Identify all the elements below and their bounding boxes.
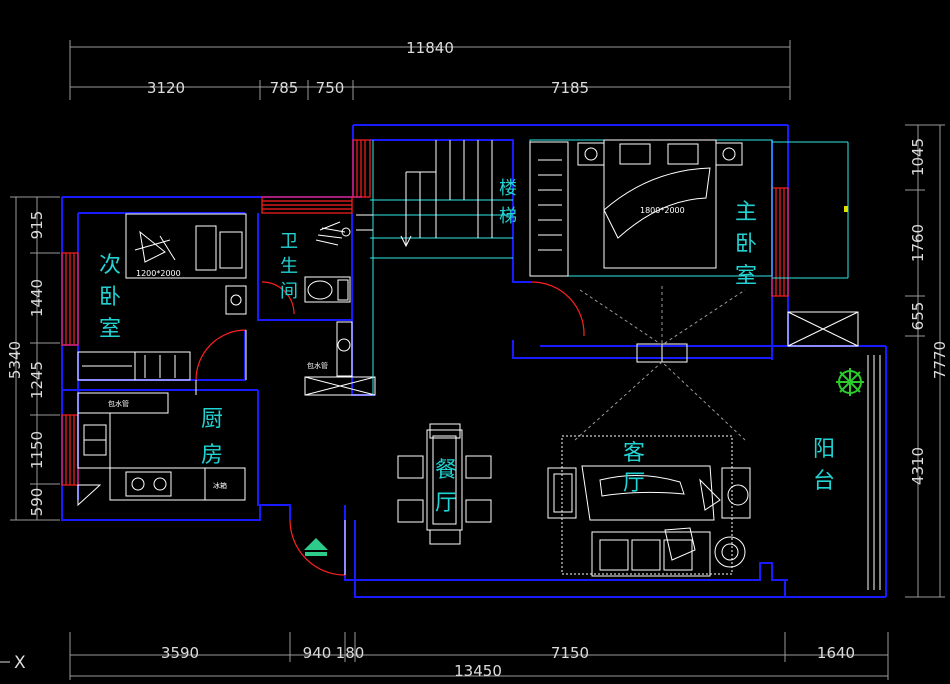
dim-right-2: 1760	[909, 224, 927, 262]
label-second-bedroom-2: 卧	[99, 285, 121, 310]
entrance-arrow-icon	[304, 538, 328, 556]
ucs-x-label: X	[14, 653, 26, 673]
room-labels: 次 卧 室 卫 生 间 厨 房 楼 梯 主 卧 室 餐 厅 客 厅 阳 台	[99, 178, 835, 516]
stove	[125, 471, 172, 497]
dim-top-4: 7185	[551, 79, 589, 97]
fridge	[204, 467, 246, 501]
label-living-2: 厅	[623, 471, 645, 496]
walls	[61, 124, 887, 598]
label-second-bedroom-1: 次	[99, 253, 121, 278]
left-dimensions: 5340 915 1440 1245 1150 590	[6, 196, 60, 521]
living-room-furniture	[547, 435, 751, 577]
plant-icon	[836, 368, 864, 396]
dim-bottom-2: 940	[303, 644, 332, 662]
dim-bottom-total: 13450	[454, 662, 502, 680]
label-stairs-1: 楼	[499, 178, 517, 199]
fridge-label: 冰箱	[213, 481, 227, 490]
toilet	[304, 276, 351, 303]
master-bed	[603, 139, 717, 269]
top-dimensions: 11840 3120 785 750 7185	[69, 39, 791, 100]
label-second-bedroom-3: 室	[99, 317, 121, 342]
master-wardrobe	[529, 141, 569, 277]
second-bedroom-furniture: 1200*2000	[77, 213, 247, 381]
bathroom-furniture: 包水管	[304, 221, 376, 396]
bed-size-small: 1200*2000	[136, 269, 181, 278]
dim-left-3: 1245	[28, 361, 46, 399]
label-bathroom-1: 卫	[280, 231, 298, 252]
dim-bottom-1: 3590	[161, 644, 199, 662]
label-master-1: 主	[735, 200, 757, 225]
tv-area	[574, 286, 746, 441]
single-bed	[125, 213, 247, 279]
label-kitchen-2: 房	[201, 443, 223, 468]
kitchen-furniture: 包水管 冰箱	[77, 392, 246, 507]
dim-bottom-4: 7150	[551, 644, 589, 662]
side-table	[714, 536, 746, 568]
dim-right-1: 1045	[909, 138, 927, 176]
label-balcony-1: 阳	[813, 437, 835, 462]
ucs-axis-icon: X	[0, 653, 26, 673]
balcony-railing	[867, 355, 881, 590]
dim-left-4: 1150	[28, 431, 46, 469]
label-dining-2: 厅	[435, 491, 457, 516]
label-balcony-2: 台	[813, 469, 835, 494]
bottom-dimensions: 3590 940 180 7150 1640 13450	[69, 632, 889, 680]
dim-top-3: 750	[316, 79, 345, 97]
dim-top-2: 785	[270, 79, 299, 97]
counter	[77, 412, 111, 469]
label-master-2: 卧	[735, 232, 757, 257]
dim-bottom-3: 180	[336, 644, 365, 662]
label-living-1: 客	[623, 441, 645, 466]
right-dimensions: 1045 1760 655 4310 7770	[905, 124, 949, 598]
label-bathroom-2: 生	[280, 256, 298, 277]
wardrobe	[77, 351, 191, 381]
label-kitchen-1: 厨	[201, 407, 223, 432]
label-master-3: 室	[735, 264, 757, 289]
label-bathroom-3: 间	[280, 281, 298, 302]
master-bedroom-furniture: 1800*2000	[529, 139, 859, 347]
dim-top-1: 3120	[147, 79, 185, 97]
label-stairs-2: 梯	[499, 206, 517, 227]
dim-right-4: 4310	[909, 447, 927, 485]
door-master	[531, 281, 585, 337]
dim-bottom-5: 1640	[817, 644, 855, 662]
dim-top-total: 11840	[406, 39, 454, 57]
staircase	[356, 140, 513, 395]
label-dining-1: 餐	[435, 458, 457, 483]
dim-right-total: 7770	[931, 341, 949, 379]
pipe-label-kitchen: 包水管	[108, 399, 129, 408]
rug	[561, 435, 733, 575]
entrance-door	[289, 519, 346, 576]
dining-set	[397, 423, 492, 545]
dim-left-1: 915	[28, 211, 46, 240]
pipe-label-bath: 包水管	[307, 361, 328, 370]
door-bathroom	[261, 281, 295, 315]
dim-left-5: 590	[28, 488, 46, 517]
dim-right-3: 655	[909, 302, 927, 331]
shower	[315, 221, 346, 246]
sofa	[581, 465, 715, 521]
bed-size-master: 1800*2000	[640, 206, 685, 215]
dim-left-2: 1440	[28, 279, 46, 317]
dim-left-total: 5340	[6, 341, 24, 379]
door-second-bedroom	[195, 329, 247, 381]
